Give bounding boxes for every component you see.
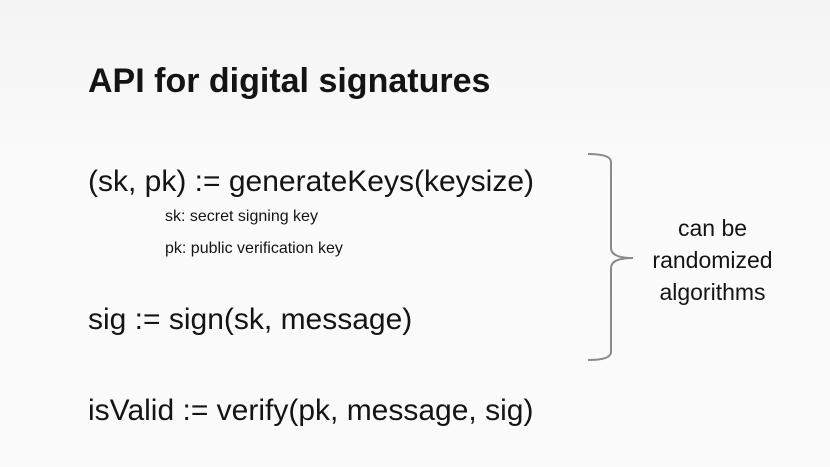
slide-title: API for digital signatures [88,62,491,100]
verify-line: isValid := verify(pk, message, sig) [88,394,534,427]
brace-label: can be randomized algorithms [630,212,795,308]
brace-label-line: can be [677,215,748,241]
pk-description: pk: public verification key [165,240,343,257]
brace-label-line: randomized [652,247,773,273]
curly-brace-icon [587,153,634,361]
brace-label-line: algorithms [659,279,766,305]
generate-keys-line: (sk, pk) := generateKeys(keysize) [88,165,535,198]
sign-line: sig := sign(sk, message) [88,303,413,336]
sk-description: sk: secret signing key [165,208,318,225]
